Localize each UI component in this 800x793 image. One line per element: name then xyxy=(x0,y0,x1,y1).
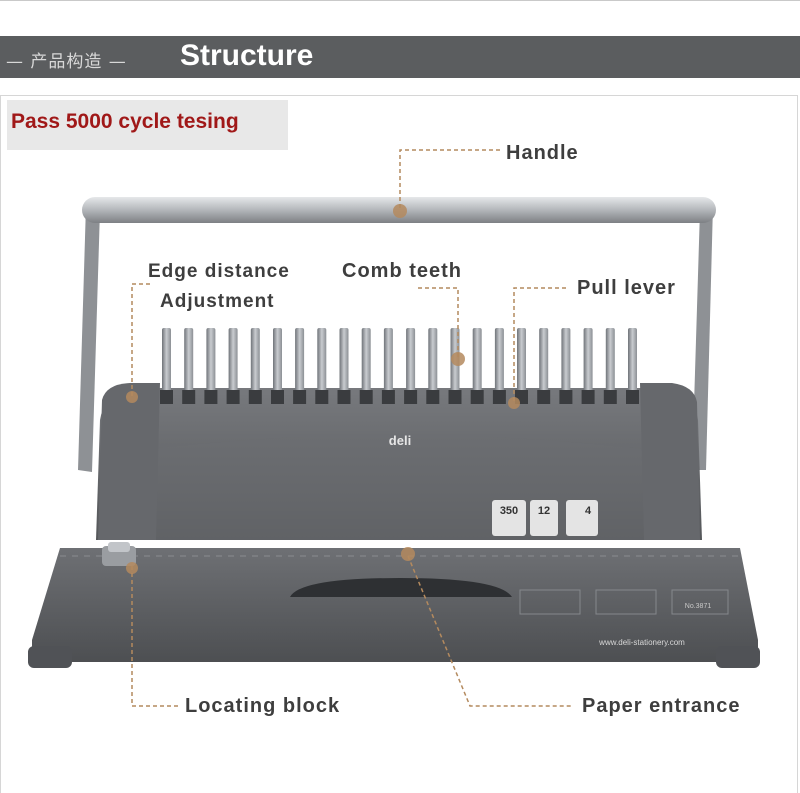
section-title: Structure xyxy=(180,39,314,72)
comb-slot xyxy=(448,390,462,404)
comb-teeth-dot xyxy=(451,352,465,366)
right-end-cap xyxy=(640,383,700,540)
pull-lever-dot xyxy=(508,397,520,409)
edge-distance-dot xyxy=(126,391,138,403)
pull-lever-leader xyxy=(513,287,566,402)
holes-panel xyxy=(566,500,598,536)
model-text: No.3871 xyxy=(685,603,712,610)
comb-tooth xyxy=(295,328,305,392)
comb-slot xyxy=(603,390,617,404)
left-end-cap xyxy=(98,383,160,540)
comb-slot xyxy=(381,390,395,404)
comb-slot xyxy=(559,390,573,404)
handle-left-arm xyxy=(78,205,100,472)
handle-right-arm xyxy=(692,205,713,470)
comb-slot xyxy=(160,390,173,404)
edge-distance-label: Edge distance xyxy=(148,261,290,282)
comb-tooth xyxy=(561,328,571,392)
comb-slot xyxy=(492,390,506,404)
base-plate xyxy=(32,548,758,662)
comb-tooth xyxy=(517,328,526,392)
comb-slot xyxy=(404,390,418,404)
comb-slot xyxy=(315,390,329,404)
comb-slot xyxy=(204,390,218,404)
right-foot xyxy=(716,646,760,668)
comb-slot xyxy=(359,390,373,404)
comb-slot xyxy=(581,390,595,404)
holes-value: 4 xyxy=(585,505,592,517)
comb-tooth xyxy=(539,328,549,392)
comb-slot xyxy=(470,390,484,404)
brand-logo: deli xyxy=(389,433,411,448)
comb-slot xyxy=(337,390,351,404)
comb-tooth xyxy=(184,328,194,392)
edge-distance-leader xyxy=(131,283,150,396)
comb-tooth xyxy=(605,328,615,392)
comb-slot xyxy=(426,390,440,404)
top-divider xyxy=(0,0,800,1)
comb-slot xyxy=(182,390,196,404)
paper-entrance-label: Paper entrance xyxy=(582,695,741,717)
comb-tooth xyxy=(317,328,327,392)
comb-slot xyxy=(271,390,284,404)
punch-value: 12 xyxy=(538,505,550,517)
capacity-value: 350 xyxy=(500,505,518,517)
handle-label: Handle xyxy=(506,142,579,164)
paper-entrance-slot xyxy=(290,578,512,597)
comb-tooth xyxy=(494,328,504,392)
comb-tooth xyxy=(406,328,416,392)
cycle-test-text: Pass 5000 cycle tesing xyxy=(11,110,239,133)
comb-teeth-leader xyxy=(418,287,459,358)
comb-slot xyxy=(248,390,262,404)
locating-block-dot xyxy=(126,562,138,574)
comb-tooth xyxy=(383,328,393,392)
comb-tooth xyxy=(428,328,438,392)
comb-slot xyxy=(626,390,639,404)
comb-tooth xyxy=(472,328,482,392)
comb-tooth xyxy=(162,328,171,392)
comb-teeth-label: Comb teeth xyxy=(342,260,462,282)
comb-tooth xyxy=(583,328,593,392)
comb-slot xyxy=(293,390,307,404)
section-header: — 产品构造 — Structure xyxy=(0,36,800,78)
comb-tooth xyxy=(273,328,282,392)
cycle-test-badge: Pass 5000 cycle tesing xyxy=(7,100,288,150)
website-text: www.deli-stationery.com xyxy=(598,638,685,647)
paper-entrance-dot xyxy=(401,547,415,561)
comb-slot xyxy=(537,390,551,404)
capacity-panel xyxy=(492,500,526,536)
paper-entrance-leader xyxy=(407,555,572,707)
locating-block-leader xyxy=(131,566,178,707)
comb-tooth xyxy=(361,328,371,392)
comb-tooth xyxy=(228,328,238,392)
comb-tooth xyxy=(250,328,260,392)
adjustment-label: Adjustment xyxy=(160,291,275,312)
handle-leader xyxy=(399,149,500,210)
comb-tooth xyxy=(339,328,349,392)
comb-tooth xyxy=(206,328,216,392)
comb-tooth xyxy=(628,328,637,392)
chinese-title: — 产品构造 — xyxy=(6,52,127,72)
handle-dot xyxy=(393,204,407,218)
left-foot xyxy=(28,646,72,668)
pull-lever-label: Pull lever xyxy=(577,277,676,299)
locating-block-label: Locating block xyxy=(185,695,341,717)
comb-slot xyxy=(226,390,240,404)
punch-panel xyxy=(530,500,558,536)
